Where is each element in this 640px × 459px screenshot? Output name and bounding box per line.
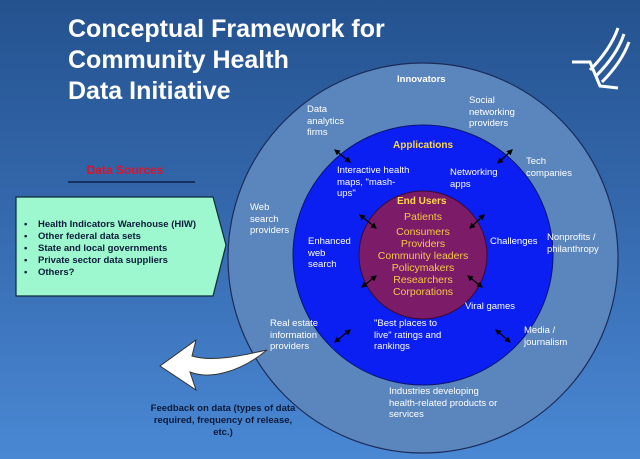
end-users-circle — [358, 190, 488, 320]
list-item: Other federal data sets — [24, 231, 196, 243]
app-networking: Networking apps — [450, 167, 498, 190]
list-item: Patients — [404, 211, 442, 223]
innovator-real-estate: Real estate information providers — [270, 318, 319, 352]
end-users-heading: End Users — [397, 196, 447, 207]
list-item: Others? — [24, 267, 196, 279]
app-challenges: Challenges — [490, 236, 538, 247]
arrows — [334, 149, 513, 343]
end-users-list: Patients Consumers Providers Community l… — [363, 210, 483, 298]
innovator-industries: Industries developing health-related pro… — [389, 386, 498, 420]
list-item: State and local governments — [24, 243, 196, 255]
innovator-social-networking: Social networking providers — [469, 95, 515, 129]
data-sources-heading: Data Sources — [86, 163, 164, 177]
page-title: Conceptual Framework for Community Healt… — [68, 14, 385, 107]
list-item: Providers — [400, 237, 446, 250]
list-item: Policymakers — [391, 261, 455, 274]
innovator-nonprofits: Nonprofits / philanthropy — [547, 232, 599, 255]
innovator-tech: Tech companies — [526, 156, 572, 179]
innovators-heading: Innovators — [397, 74, 446, 85]
app-best-places: "Best places to live" ratings and rankin… — [374, 318, 442, 352]
feedback-arrow — [159, 338, 268, 392]
list-item: Community leaders — [377, 249, 469, 262]
hhs-eagle-logo — [572, 27, 631, 90]
innovator-web-search: Web search providers — [250, 202, 290, 236]
app-interactive-maps: Interactive health maps, "mash-ups" — [337, 165, 410, 199]
list-item: Consumers — [396, 225, 450, 238]
list-item: Private sector data suppliers — [24, 255, 196, 267]
title-line: Conceptual Framework for — [68, 15, 385, 43]
innovator-media: Media / journalism — [524, 325, 568, 348]
title-line: Data Initiative — [68, 77, 231, 105]
list-item: Researchers — [393, 273, 453, 286]
feedback-text: Feedback on data (types of data required… — [150, 403, 296, 438]
data-sources-list: Health Indicators Warehouse (HIW) Other … — [24, 219, 196, 279]
applications-heading: Applications — [393, 140, 454, 151]
title-line: Community Health — [68, 46, 289, 74]
list-item: Corporations — [392, 285, 454, 298]
innovator-data-analytics: Data analytics firms — [307, 104, 344, 138]
app-web-search: Enhanced web search — [308, 236, 351, 270]
list-item: Health Indicators Warehouse (HIW) — [24, 219, 196, 231]
app-viral-games: Viral games — [465, 301, 515, 312]
